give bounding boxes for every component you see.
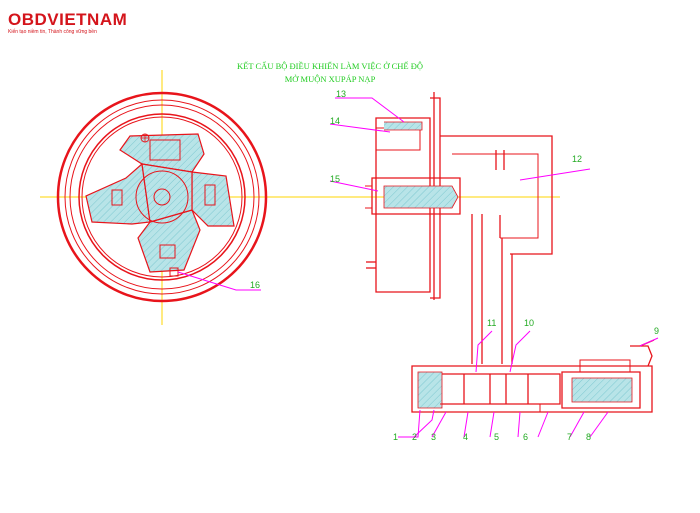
label-1: 1 (393, 432, 398, 442)
label-3: 3 (431, 432, 436, 442)
label-16: 16 (250, 280, 260, 290)
rotor-cross-section (40, 70, 300, 325)
obdvietnam-logo: OBDVIETNAM Kiến tạo niềm tin, Thành công… (8, 10, 128, 44)
part-labels: 13 14 15 12 16 11 10 9 1 2 3 4 5 6 7 8 (250, 89, 659, 442)
label-6: 6 (523, 432, 528, 442)
label-5: 5 (494, 432, 499, 442)
logo-tagline: Kiến tạo niềm tin, Thành công vững bền (8, 29, 97, 35)
label-12: 12 (572, 154, 582, 164)
label-2: 2 (412, 432, 417, 442)
logo-text: OBDVIETNAM (8, 10, 128, 29)
label-11: 11 (487, 318, 496, 328)
title-line-1: KẾT CẤU BỘ ĐIỀU KHIỂN LÀM VIỆC Ở CHẾ ĐỘ (237, 61, 423, 71)
label-14: 14 (330, 116, 340, 126)
label-15: 15 (330, 174, 340, 184)
label-4: 4 (463, 432, 468, 442)
diagram-title: KẾT CẤU BỘ ĐIỀU KHIỂN LÀM VIỆC Ở CHẾ ĐỘ … (160, 60, 500, 86)
title-line-2: MỞ MUỘN XUPÁP NẠP (284, 74, 376, 84)
actuator-section (300, 92, 655, 413)
label-10: 10 (524, 318, 534, 328)
label-9: 9 (654, 326, 659, 336)
label-13: 13 (336, 89, 346, 99)
label-7: 7 (567, 432, 572, 442)
leader-lines (177, 97, 659, 438)
label-8: 8 (586, 432, 591, 442)
